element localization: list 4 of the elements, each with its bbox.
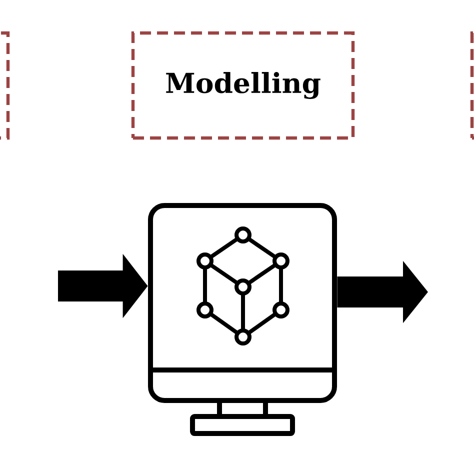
monitor-icon (148, 203, 337, 436)
dashed-box (470, 31, 474, 140)
dashed-box (0, 31, 10, 140)
dashed-box: Modelling (131, 31, 355, 140)
